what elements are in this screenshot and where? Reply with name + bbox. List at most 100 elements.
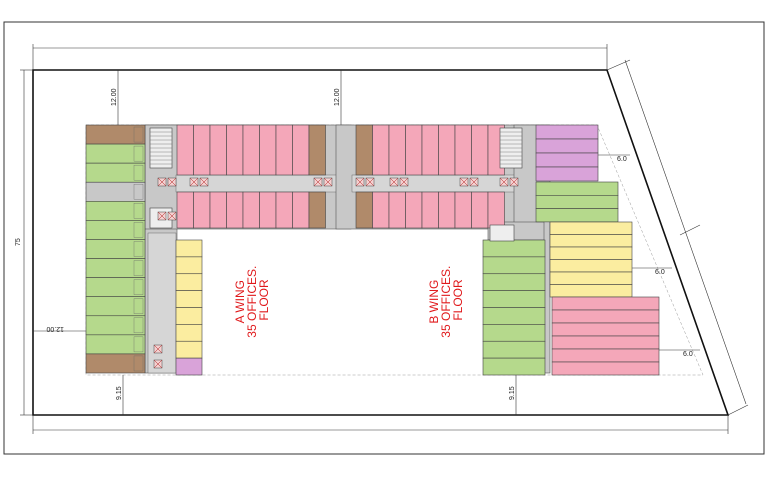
office-unit-a-inner: [175, 357, 203, 376]
office-unit-b-top: [438, 124, 456, 176]
office-unit-a-mid: [259, 191, 277, 229]
diag-dim-line: [624, 59, 747, 405]
lift-cross: [167, 177, 177, 187]
lift-cross: [167, 211, 177, 221]
office-unit-a-top: [209, 124, 227, 176]
lift-shafts: [153, 177, 519, 369]
office-unit-b-yellow: [549, 234, 633, 248]
office-unit-b-inner: [482, 239, 546, 258]
office-unit-b-mid: [487, 191, 505, 229]
lift-cross: [499, 177, 509, 187]
office-unit-b-yellow: [549, 271, 633, 285]
staircase-b-lower: [489, 224, 515, 242]
office-unit-a-left: [85, 162, 146, 183]
dim-text-top-left: 12.00: [111, 88, 118, 106]
lift-cross: [459, 177, 469, 187]
office-unit-b-top: [372, 124, 390, 176]
office-unit-b-inner: [482, 307, 546, 325]
office-unit-b-purple: [535, 152, 599, 168]
office-unit-b-top: [421, 124, 439, 176]
lift-cross: [157, 177, 167, 187]
office-unit-a-left: [85, 258, 146, 278]
office-unit-b-inner: [482, 273, 546, 291]
office-unit-b-green: [535, 195, 619, 209]
office-unit-b-pink: [551, 309, 660, 324]
office-unit-a-left: [85, 334, 146, 355]
office-unit-b-mid: [438, 191, 456, 229]
office-unit-a-top: [242, 124, 260, 176]
dim-text-bottom-left: 9.15: [116, 386, 123, 400]
office-unit-b-top: [355, 124, 373, 176]
office-unit-a-mid: [292, 191, 310, 229]
office-unit-a-left: [85, 181, 146, 202]
office-unit-b-mid: [372, 191, 390, 229]
office-unit-b-yellow: [549, 284, 633, 298]
office-unit-b-yellow: [549, 221, 633, 235]
office-unit-a-inner: [175, 273, 203, 291]
office-unit-b-inner: [482, 357, 546, 376]
office-unit-a-left: [85, 239, 146, 259]
lift-cross: [509, 177, 519, 187]
office-unit-b-purple: [535, 124, 599, 140]
office-unit-a-left: [85, 315, 146, 336]
dim-text-bottom-right: 9.15: [509, 386, 516, 400]
toilet-block: [133, 336, 144, 353]
toilet-block: [133, 355, 144, 372]
office-unit-a-inner: [175, 307, 203, 325]
dim-text-diag-1: 6.0: [617, 156, 627, 163]
office-unit-a-top: [176, 124, 194, 176]
office-unit-a-left: [85, 277, 146, 297]
office-unit-a-mid: [242, 191, 260, 229]
office-unit-b-top: [454, 124, 472, 176]
office-unit-a-inner: [175, 290, 203, 308]
lift-cross: [199, 177, 209, 187]
office-unit-b-inner: [482, 290, 546, 308]
sheet-border: [3, 21, 765, 455]
office-unit-b-yellow: [549, 259, 633, 273]
lift-cross: [189, 177, 199, 187]
office-unit-a-mid: [209, 191, 227, 229]
dim-text-left-offset: 12.00: [46, 325, 64, 332]
toilet-block: [133, 184, 144, 200]
office-unit-a-inner: [175, 324, 203, 342]
toilet-block: [133, 298, 144, 314]
office-unit-a-top: [275, 124, 293, 176]
office-unit-a-inner: [175, 340, 203, 359]
toilet-block: [133, 317, 144, 334]
dim-text-left-height: 75: [15, 238, 22, 246]
office-unit-b-top: [471, 124, 489, 176]
office-unit-a-left: [85, 296, 146, 317]
dim-text-diag-3: 6.0: [683, 351, 693, 358]
office-unit-a-left: [85, 124, 146, 145]
office-unit-a-mid: [193, 191, 211, 229]
office-unit-a-mid: [275, 191, 293, 229]
office-unit-b-mid: [355, 191, 373, 229]
office-unit-a-top: [259, 124, 277, 176]
office-unit-a-left: [85, 220, 146, 240]
toilet-block: [133, 279, 144, 295]
office-unit-b-pink: [551, 348, 660, 363]
office-unit-a-inner: [175, 239, 203, 258]
dim-text-top-middle: 12.00: [334, 88, 341, 106]
lift-cross: [153, 344, 163, 354]
lift-cross: [399, 177, 409, 187]
office-unit-b-mid: [421, 191, 439, 229]
office-unit-b-inner: [482, 324, 546, 342]
office-unit-b-pink: [551, 335, 660, 350]
lift-cross: [323, 177, 333, 187]
office-unit-b-mid: [471, 191, 489, 229]
toilet-block: [133, 203, 144, 219]
office-unit-a-top: [226, 124, 244, 176]
office-unit-b-yellow: [549, 246, 633, 260]
lift-cross: [365, 177, 375, 187]
office-unit-a-mid: [308, 191, 326, 229]
toilet-block: [133, 164, 144, 181]
toilet-block: [133, 222, 144, 238]
office-unit-b-top: [405, 124, 423, 176]
office-unit-b-purple: [535, 166, 599, 182]
lift-cross: [355, 177, 365, 187]
office-unit-b-mid: [454, 191, 472, 229]
office-unit-b-purple: [535, 138, 599, 154]
office-unit-a-left: [85, 353, 146, 374]
